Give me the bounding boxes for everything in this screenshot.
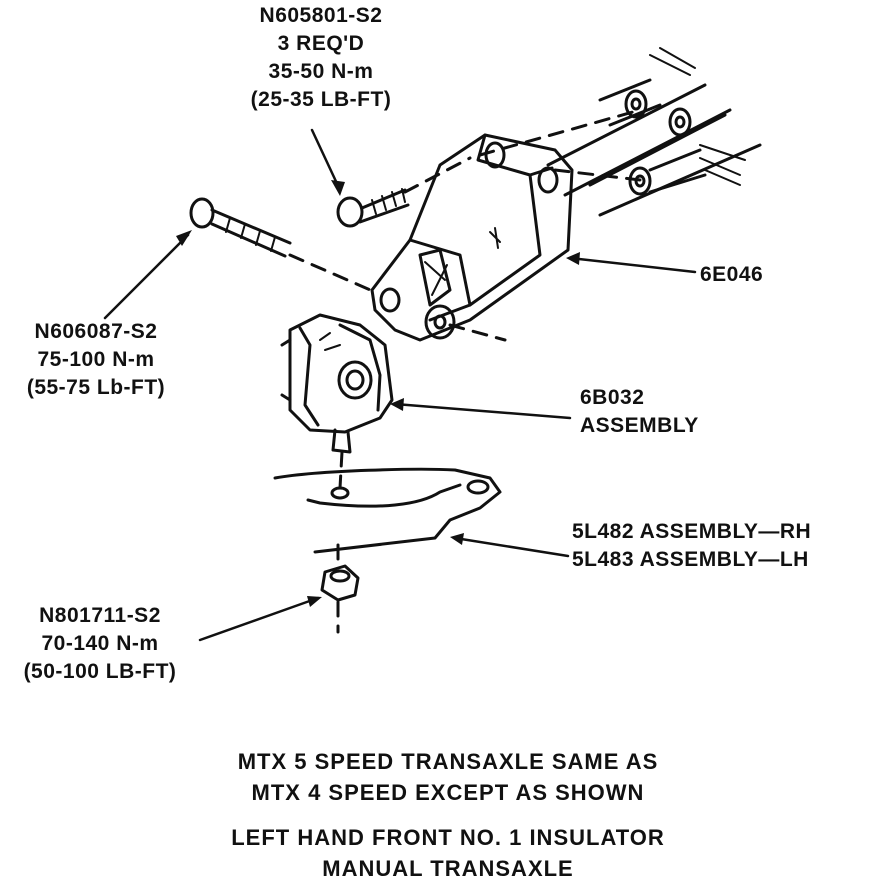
nut-torque-nm: 70-140 N-m	[41, 632, 159, 655]
left-fastener-part: N606087-S2	[34, 320, 158, 343]
left-fastener-torque-lbft: (55-75 Lb-FT)	[26, 376, 166, 399]
top-fastener-torque-nm: 35-50 N-m	[268, 60, 374, 83]
support-callout: 5L482 ASSEMBLY—RH 5L483 ASSEMBLY—LH	[572, 518, 811, 574]
insulator-6b032	[280, 313, 394, 454]
nut-callout: N801711-S2 70-140 N-m (50-100 LB-FT)	[0, 602, 200, 686]
left-fastener-callout: N606087-S2 75-100 N-m (55-75 Lb-FT)	[0, 318, 192, 402]
support-5l482	[273, 467, 502, 554]
bracket-6e046	[370, 133, 574, 342]
insulator-part: 6B032	[580, 386, 645, 409]
top-fastener-qty: 3 REQ'D	[277, 32, 365, 55]
support-rh: 5L482 ASSEMBLY—RH	[572, 520, 812, 543]
note-line-1: MTX 5 SPEED TRANSAXLE SAME AS	[237, 749, 659, 774]
figure-title: LEFT HAND FRONT NO. 1 INSULATOR MANUAL T…	[0, 822, 896, 884]
assembly-center-lines	[288, 108, 642, 634]
transaxle-note: MTX 5 SPEED TRANSAXLE SAME AS MTX 4 SPEE…	[0, 746, 896, 808]
leader-lines	[103, 128, 697, 642]
insulator-callout: 6B032 ASSEMBLY	[580, 384, 699, 440]
bolt-n605801	[336, 188, 410, 228]
nut-n801711	[320, 564, 360, 602]
insulator-suffix: ASSEMBLY	[580, 414, 699, 437]
left-fastener-torque-nm: 75-100 N-m	[37, 348, 155, 371]
leader-arrowheads	[176, 180, 580, 607]
top-fastener-callout: N605801-S2 3 REQ'D 35-50 N-m (25-35 LB-F…	[216, 2, 426, 114]
title-line-1: LEFT HAND FRONT NO. 1 INSULATOR	[231, 825, 665, 850]
note-line-2: MTX 4 SPEED EXCEPT AS SHOWN	[251, 780, 645, 805]
top-fastener-torque-lbft: (25-35 LB-FT)	[250, 88, 392, 111]
top-fastener-part: N605801-S2	[259, 4, 383, 27]
support-lh: 5L483 ASSEMBLY—LH	[572, 548, 809, 571]
bracket-callout: 6E046	[700, 261, 763, 289]
transaxle-arms	[546, 47, 762, 217]
bolt-n606087	[189, 197, 292, 258]
nut-part: N801711-S2	[39, 604, 161, 627]
nut-torque-lbft: (50-100 LB-FT)	[23, 660, 177, 683]
bracket-part: 6E046	[700, 263, 764, 286]
title-line-2: MANUAL TRANSAXLE	[322, 856, 574, 881]
